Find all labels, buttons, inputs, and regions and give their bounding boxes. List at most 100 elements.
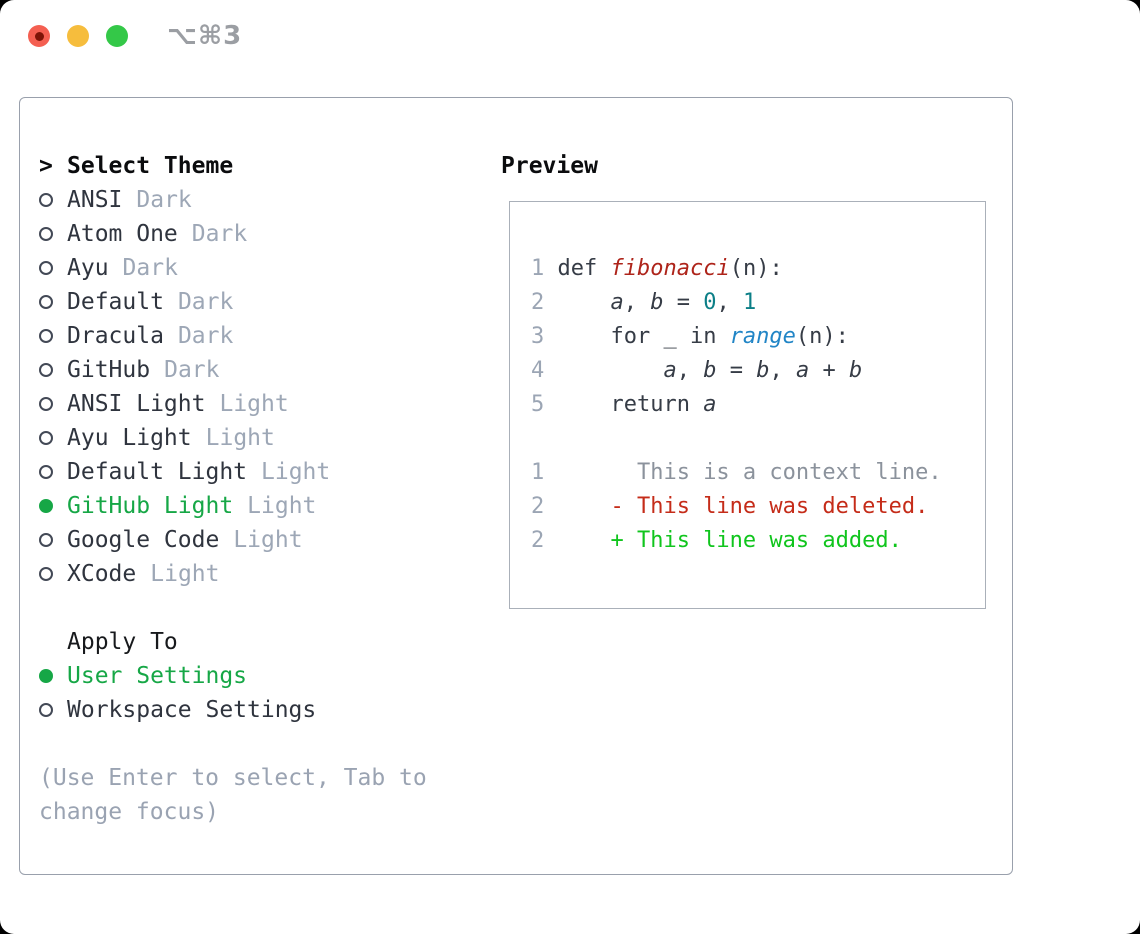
code-segment-code: (n): [729,256,783,281]
code-segment-code: , [623,290,651,315]
preview-line: 2 + This line was added. [531,524,985,558]
line-number: 1 [531,460,545,485]
theme-variant-tag: Light [219,391,289,417]
zoom-button[interactable] [106,25,128,47]
hint-text: (Use Enter to select, Tab to change focus… [39,761,489,829]
select-theme-header: > Select Theme [39,149,489,183]
theme-variant-tag: Dark [177,289,234,315]
prompt-caret: > [39,153,53,179]
code-segment-code: def [544,256,611,281]
code-segment-var: b [756,358,770,383]
code-segment-code [544,290,610,315]
code-segment-var: a [663,358,677,383]
apply-option-workspace-settings[interactable]: Workspace Settings [39,693,489,727]
code-segment-var: a [795,358,810,383]
option-label: Dracula [67,323,164,349]
code-segment-ctx: This is a context line. [544,460,942,485]
line-number: 1 [531,256,545,281]
theme-variant-tag: Dark [177,323,234,349]
option-label: Ayu Light [67,425,192,451]
radio-icon [39,227,53,241]
preview-line: 2 - This line was deleted. [531,490,985,524]
code-segment-del: - This line was deleted. [544,494,929,519]
option-label: XCode [67,561,137,587]
radio-icon [39,193,53,207]
radio-icon [39,261,53,275]
preview-line: 1 def fibonacci(n): [531,252,985,286]
code-segment-fn: fibonacci [610,256,730,281]
radio-icon [39,533,53,547]
preview-line: 2 a, b = 0, 1 [531,286,985,320]
option-label: ANSI Light [67,391,206,417]
preview-line: 1 This is a context line. [531,456,985,490]
theme-variant-tag: Dark [122,255,178,281]
theme-variant-tag: Light [261,459,331,485]
option-label: GitHub [67,357,151,383]
code-segment-var: b [703,358,717,383]
preview-line: 4 a, b = b, a + b [531,354,985,388]
spacer [39,727,489,761]
code-segment-code: + [809,358,849,383]
code-segment-code [544,358,663,383]
radio-icon [39,703,53,717]
window-title: ⌥⌘3 [167,21,243,51]
option-label: Default [67,289,164,315]
option-label: GitHub Light [67,493,234,519]
theme-option-ansi-light[interactable]: ANSI Light Light [39,387,489,421]
theme-option-ansi[interactable]: ANSI Dark [39,183,489,217]
code-segment-var: a [703,392,717,417]
theme-variant-tag: Dark [136,187,192,213]
minimize-button[interactable] [67,25,89,47]
radio-icon [39,363,53,377]
theme-option-github[interactable]: GitHub Dark [39,353,489,387]
titlebar [28,25,128,47]
radio-icon [39,295,53,309]
theme-option-xcode[interactable]: XCode Light [39,557,489,591]
code-segment-var: a [610,290,624,315]
preview-header: Preview [501,153,598,179]
option-label: Workspace Settings [67,697,317,723]
code-segment-code: , [676,358,704,383]
theme-option-ayu-light[interactable]: Ayu Light Light [39,421,489,455]
spacer [39,591,489,625]
apply-option-user-settings[interactable]: User Settings [39,659,489,693]
code-segment-code: for _ in [544,324,730,349]
radio-icon [39,329,53,343]
radio-icon [39,567,53,581]
code-segment-num: 0 [703,290,717,315]
radio-icon [39,431,53,445]
code-segment-code: return [544,392,704,417]
hint-line: change focus) [39,799,220,825]
preview-line: 5 return a [531,388,985,422]
apply-to-title: Apply To [67,629,178,655]
option-label: ANSI [67,187,123,213]
theme-option-github-light[interactable]: GitHub Light Light [39,489,489,523]
option-label: Atom One [67,221,178,247]
code-segment-code: (n): [795,324,849,349]
theme-variant-tag: Dark [164,357,220,383]
theme-variant-tag: Light [205,425,275,451]
line-number: 3 [531,324,545,349]
theme-option-atom-one[interactable]: Atom One Dark [39,217,489,251]
theme-variant-tag: Light [150,561,220,587]
line-number: 5 [531,392,545,417]
theme-variant-tag: Light [233,527,303,553]
theme-variant-tag: Light [247,493,317,519]
theme-option-dracula[interactable]: Dracula Dark [39,319,489,353]
close-button[interactable] [28,25,50,47]
option-label: Google Code [67,527,220,553]
apply-to-header: Apply To [39,625,489,659]
theme-option-default[interactable]: Default Dark [39,285,489,319]
hint-line: (Use Enter to select, Tab to [39,765,427,791]
line-number: 2 [531,494,545,519]
theme-variant-tag: Dark [191,221,248,247]
code-segment-var: b [650,290,664,315]
theme-option-google-code[interactable]: Google Code Light [39,523,489,557]
code-segment-num: 1 [742,290,757,315]
